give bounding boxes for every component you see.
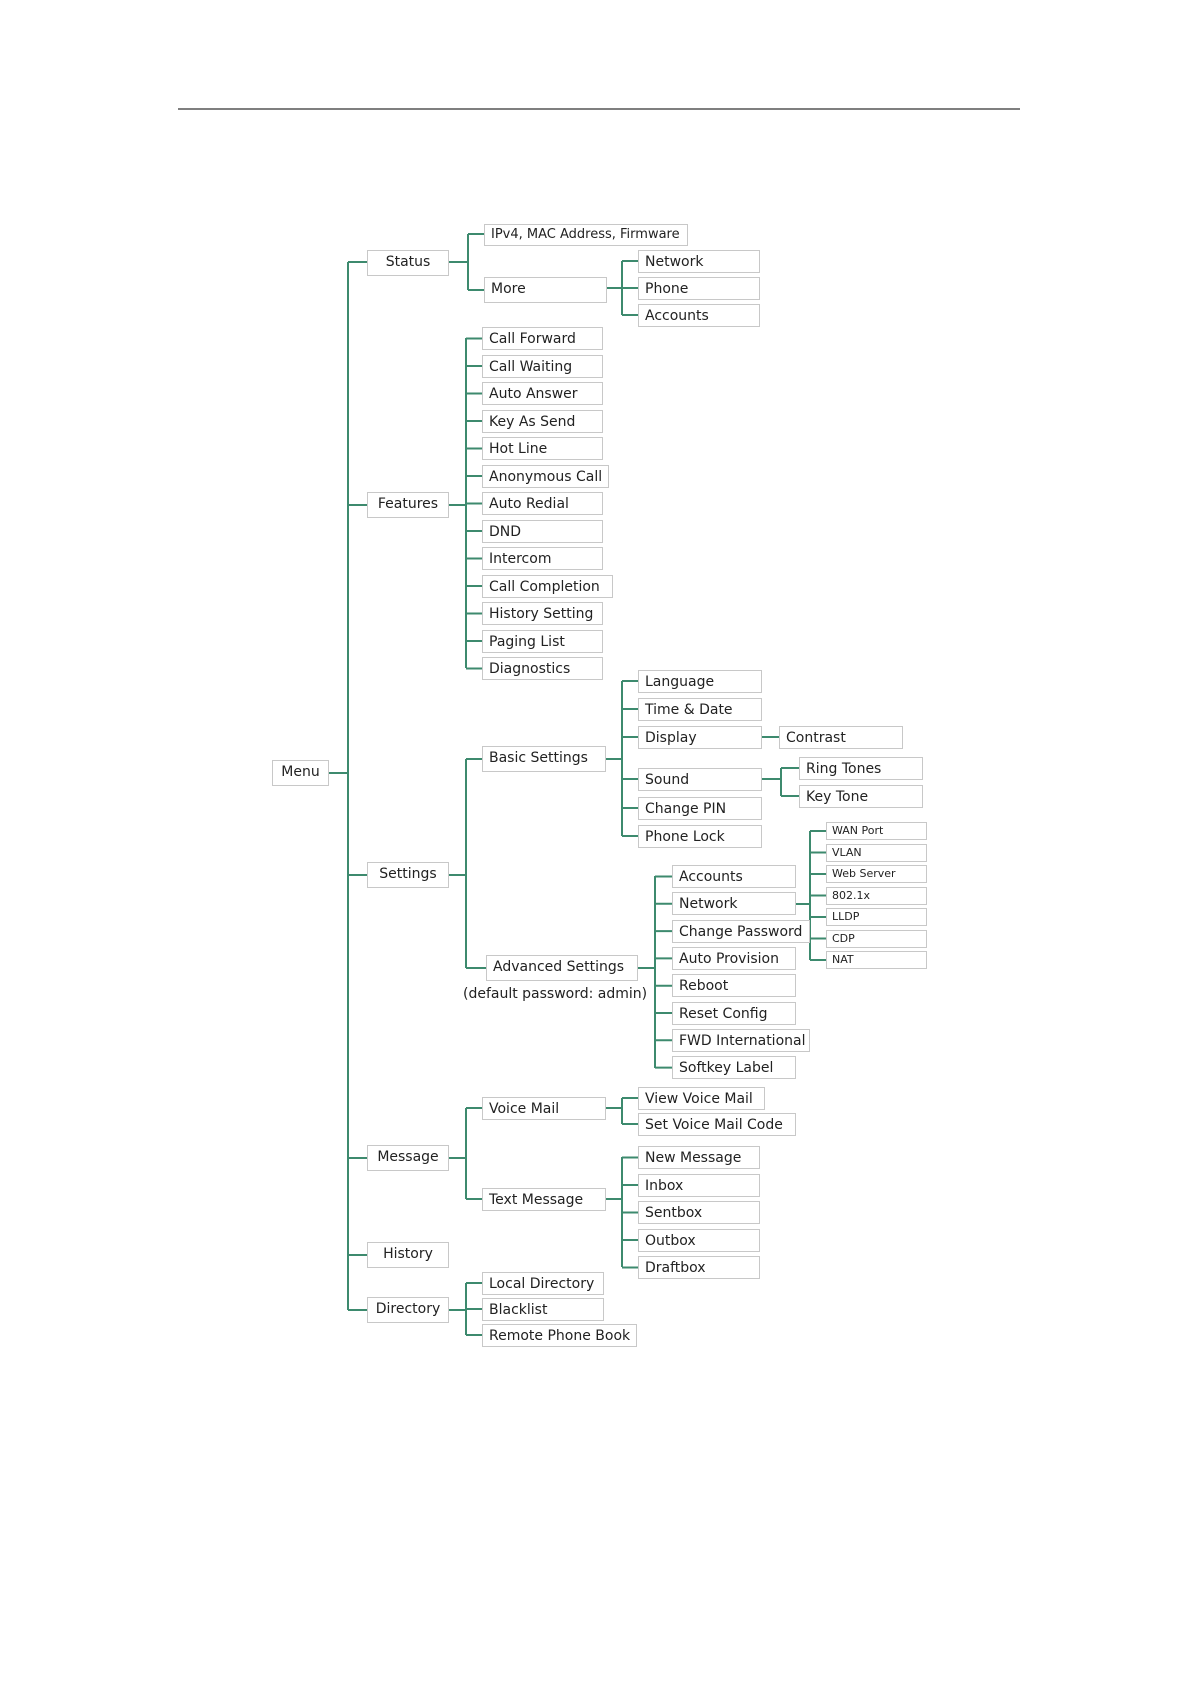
node-basic-display: Display xyxy=(638,726,762,749)
node-status: Status xyxy=(367,250,449,276)
node-feature-4: Hot Line xyxy=(482,437,603,460)
node-feature-11: Paging List xyxy=(482,629,603,653)
node-text-4: Draftbox xyxy=(638,1256,760,1279)
node-network-3: 802.1x xyxy=(826,886,927,905)
node-history: History xyxy=(367,1242,449,1268)
node-basic-sound: Sound xyxy=(638,768,762,791)
node-sound-ring-tones: Ring Tones xyxy=(799,757,923,780)
node-voice-mail: Voice Mail xyxy=(482,1097,606,1120)
node-network-2: Web Server xyxy=(826,865,927,883)
node-more-network: Network xyxy=(638,250,760,273)
node-set-voice-mail-code: Set Voice Mail Code xyxy=(638,1113,796,1136)
node-basic-time-date: Time & Date xyxy=(638,698,762,721)
node-advanced-settings: Advanced Settings xyxy=(486,955,638,981)
node-feature-0: Call Forward xyxy=(482,327,603,350)
node-remote-phone-book: Remote Phone Book xyxy=(482,1324,637,1347)
node-advanced-2: Change Password xyxy=(672,919,810,943)
node-network-5: CDP xyxy=(826,929,927,948)
node-basic-language: Language xyxy=(638,670,762,693)
node-advanced-3: Auto Provision xyxy=(672,946,796,970)
node-basic-phone-lock: Phone Lock xyxy=(638,825,762,848)
node-features: Features xyxy=(367,492,449,518)
node-feature-7: DND xyxy=(482,519,603,543)
node-menu: Menu xyxy=(272,760,329,786)
node-text-3: Outbox xyxy=(638,1228,760,1252)
node-basic-change-pin: Change PIN xyxy=(638,797,762,820)
node-status-more: More xyxy=(484,277,607,303)
node-view-voice-mail: View Voice Mail xyxy=(638,1087,765,1110)
node-directory: Directory xyxy=(367,1297,449,1323)
node-text-1: Inbox xyxy=(638,1173,760,1197)
node-feature-3: Key As Send xyxy=(482,409,603,433)
node-display-contrast: Contrast xyxy=(779,726,903,749)
advanced-password-note: (default password: admin) xyxy=(463,986,648,1002)
node-settings: Settings xyxy=(367,862,449,888)
node-text-0: New Message xyxy=(638,1146,760,1169)
node-more-phone: Phone xyxy=(638,277,760,300)
node-more-accounts: Accounts xyxy=(638,304,760,327)
node-text-2: Sentbox xyxy=(638,1201,760,1224)
node-message: Message xyxy=(367,1145,449,1171)
node-advanced-6: FWD International xyxy=(672,1028,810,1052)
node-network-4: LLDP xyxy=(826,908,927,926)
node-status-info: IPv4, MAC Address, Firmware xyxy=(484,224,688,246)
node-feature-1: Call Waiting xyxy=(482,354,603,378)
node-feature-10: History Setting xyxy=(482,602,603,625)
node-feature-9: Call Completion xyxy=(482,574,613,598)
node-advanced-1: Network xyxy=(672,892,796,916)
node-feature-6: Auto Redial xyxy=(482,492,603,515)
node-network-1: VLAN xyxy=(826,843,927,862)
node-feature-2: Auto Answer xyxy=(482,382,603,405)
node-network-6: NAT xyxy=(826,951,927,969)
node-network-0: WAN Port xyxy=(826,822,927,840)
node-sound-key-tone: Key Tone xyxy=(799,785,923,808)
node-advanced-5: Reset Config xyxy=(672,1001,796,1025)
node-text-message: Text Message xyxy=(482,1188,606,1211)
node-advanced-0: Accounts xyxy=(672,865,796,888)
node-advanced-7: Softkey Label xyxy=(672,1056,796,1080)
node-feature-12: Diagnostics xyxy=(482,657,603,680)
node-feature-5: Anonymous Call xyxy=(482,464,609,488)
node-advanced-4: Reboot xyxy=(672,974,796,998)
node-feature-8: Intercom xyxy=(482,547,603,570)
node-basic-settings: Basic Settings xyxy=(482,746,606,772)
node-blacklist: Blacklist xyxy=(482,1298,604,1321)
node-local-directory: Local Directory xyxy=(482,1272,604,1295)
